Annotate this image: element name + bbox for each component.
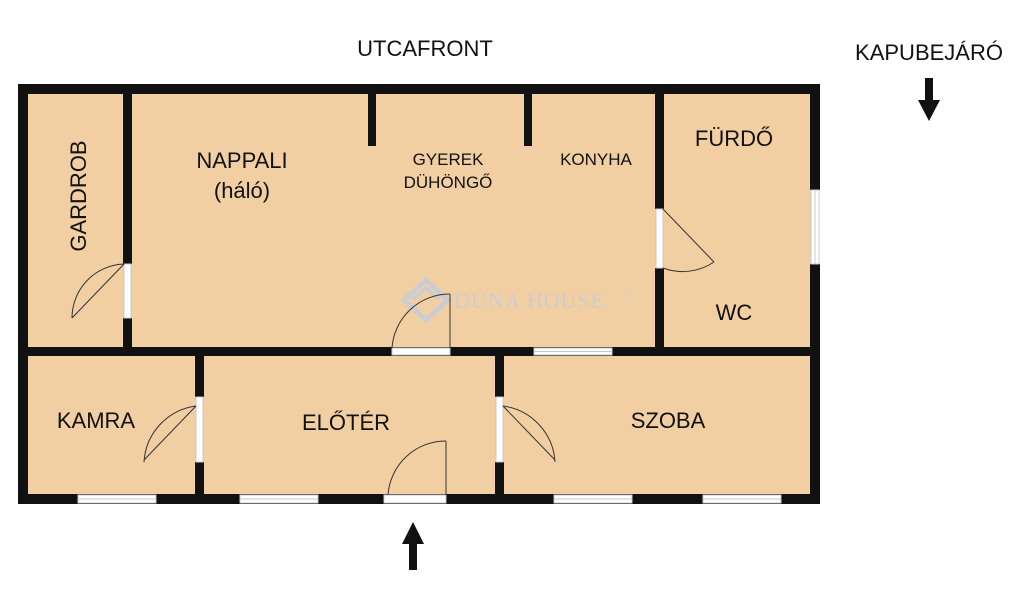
label-gyerek: GYEREK (413, 150, 485, 169)
door-entrance (383, 440, 447, 504)
wall-bathroom-bottom (655, 268, 664, 356)
doors (71, 208, 715, 504)
windows (77, 189, 820, 504)
label-szoba: SZOBA (631, 408, 706, 433)
watermark-text: DUNA HOUSE (454, 288, 605, 313)
label-wc: WC (716, 300, 753, 325)
watermark-mark: ® (624, 288, 633, 300)
arrow-down-icon (918, 78, 940, 121)
wall-kamra-bottom (195, 462, 204, 504)
watermark: DUNA HOUSE ® (400, 276, 633, 324)
wall-stub-1 (368, 94, 376, 146)
door-bathroom (655, 208, 715, 273)
label-kamra: KAMRA (57, 408, 136, 433)
label-street: UTCAFRONT (357, 36, 493, 61)
label-gate: KAPUBEJÁRÓ (855, 40, 1003, 65)
label-konyha: KONYHA (560, 150, 632, 169)
wall-gardrob-low (123, 318, 132, 356)
label-eloter: ELŐTÉR (302, 410, 390, 435)
wall-gardrob (123, 84, 132, 264)
wall-szoba-top (495, 347, 504, 397)
outer-wall-right-top (810, 84, 820, 190)
label-nappali: NAPPALI (196, 148, 287, 173)
wall-szoba-bottom (495, 462, 504, 504)
door-szoba (495, 396, 556, 463)
door-kamra (143, 396, 204, 463)
door-gardrob (71, 263, 132, 319)
outer-wall-right-bottom (810, 264, 820, 504)
wall-bathroom-top (655, 84, 664, 209)
outer-wall-left (18, 84, 28, 504)
label-duhongo: DÜHÖNGŐ (404, 173, 493, 192)
outer-wall-top (18, 84, 820, 94)
door-living (391, 293, 451, 356)
wall-kamra-top (195, 347, 204, 397)
arrow-up-icon (402, 522, 424, 570)
label-nappali-sub: (háló) (214, 178, 270, 203)
label-furdo: FÜRDŐ (695, 126, 773, 151)
label-gardrob: GARDROB (66, 140, 91, 251)
wall-stub-2 (524, 94, 532, 146)
